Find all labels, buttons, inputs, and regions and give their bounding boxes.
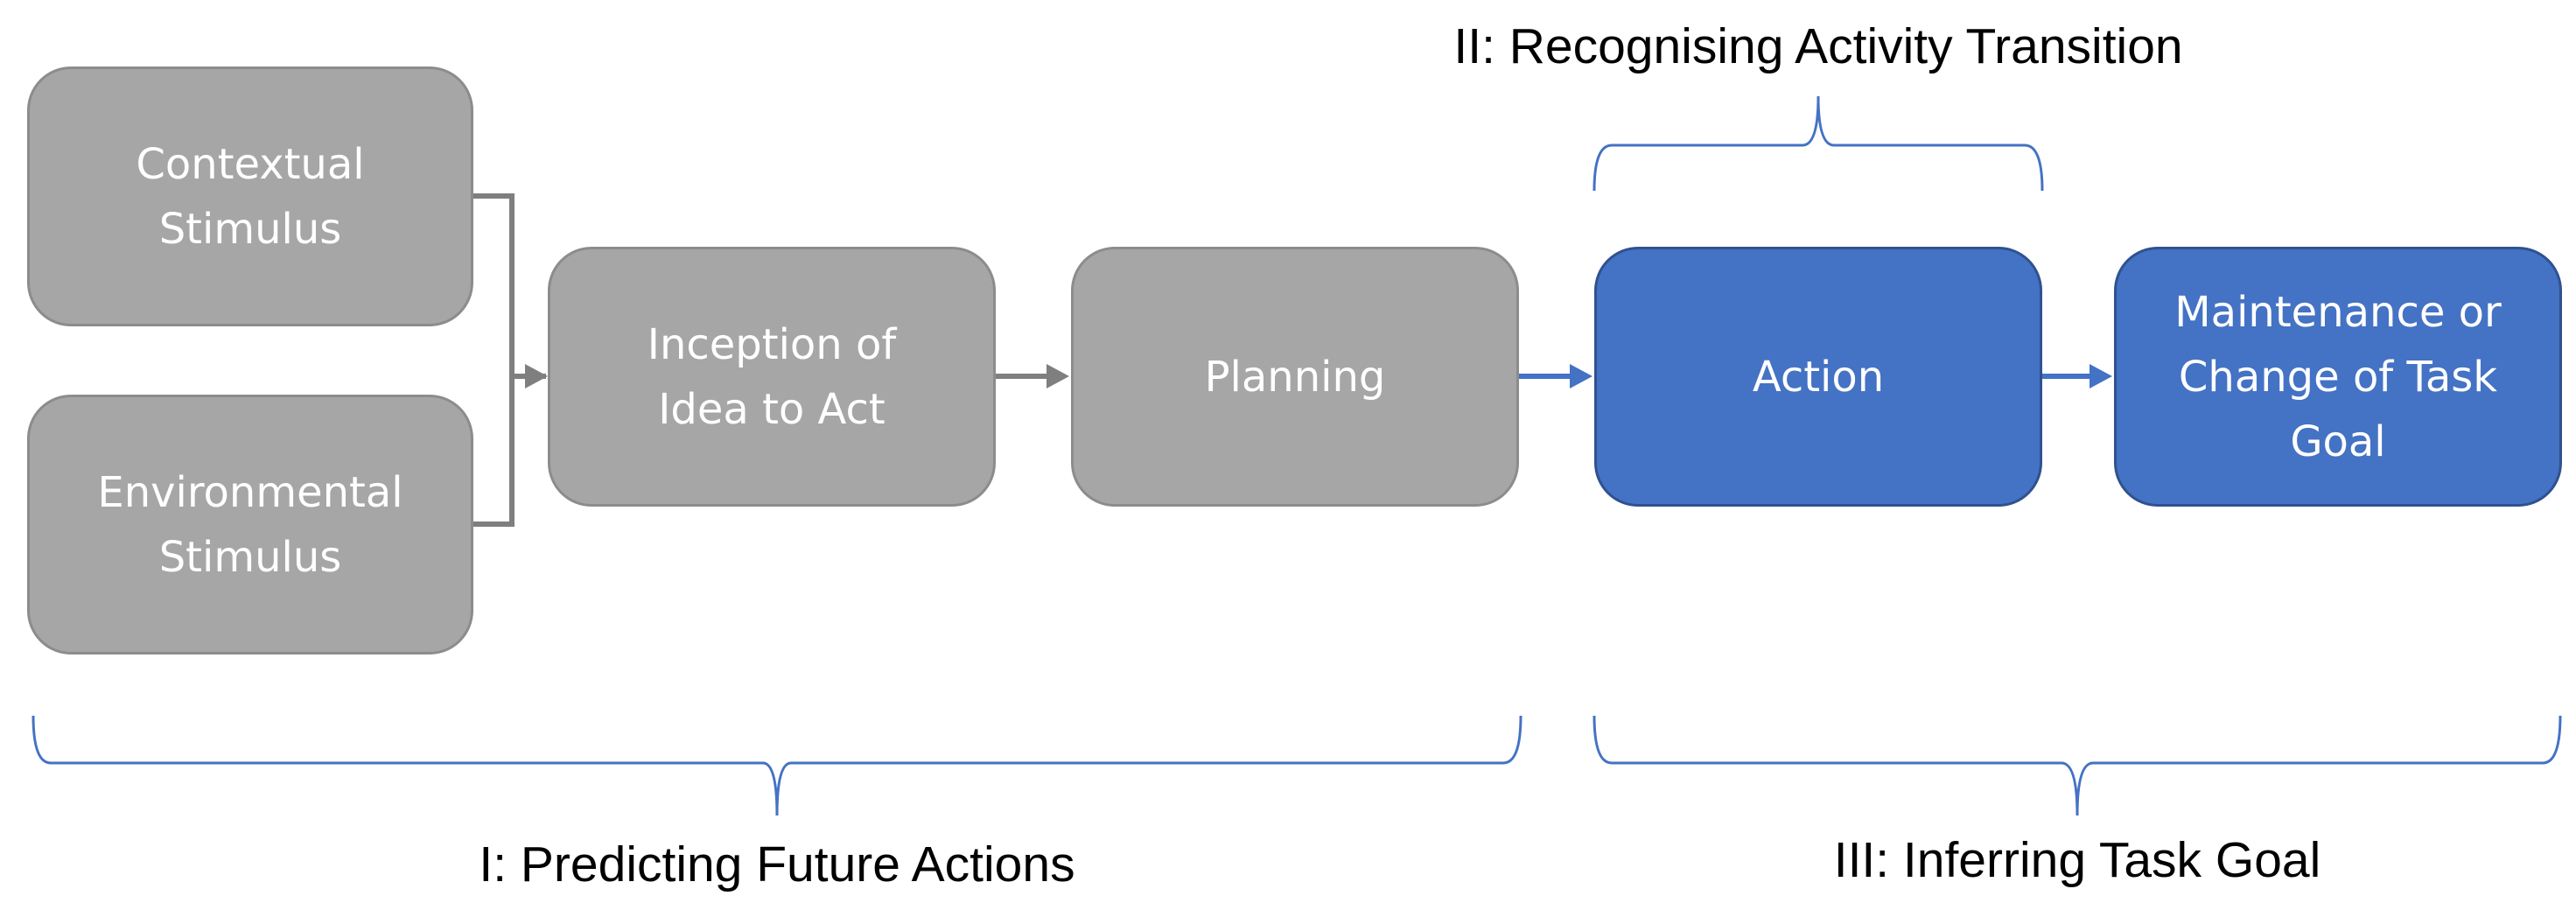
phase2-label: II: Recognising Activity Transition — [1453, 18, 2183, 74]
maintenance-label: Maintenance or Change of Task Goal — [2174, 287, 2502, 466]
merge-to-inception-arrowhead — [525, 364, 548, 388]
inception-to-planning-arrowhead — [1046, 364, 1069, 388]
action-label: Action — [1752, 352, 1885, 402]
phase3-label: III: Inferring Task Goal — [1833, 832, 2321, 888]
environmental-stimulus-label: Environmental Stimulus — [97, 467, 403, 582]
maintenance-box: Maintenance or Change of Task Goal — [2114, 247, 2562, 507]
inception-box: Inception of Idea to Act — [548, 247, 996, 507]
planning-box: Planning — [1071, 247, 1519, 507]
contextual-stimulus-box: Contextual Stimulus — [27, 66, 473, 326]
planning-to-action-arrowhead — [1570, 364, 1592, 388]
inception-label: Inception of Idea to Act — [647, 319, 897, 434]
action-box: Action — [1594, 247, 2042, 507]
bracket-predicting-actions — [32, 715, 1522, 816]
planning-label: Planning — [1204, 352, 1386, 402]
stimulus-merge-connector — [472, 193, 514, 527]
bracket-recognising-transition — [1592, 95, 2044, 192]
contextual-stimulus-label: Contextual Stimulus — [136, 139, 365, 254]
environmental-stimulus-box: Environmental Stimulus — [27, 395, 473, 654]
bracket-inferring-goal — [1592, 715, 2562, 816]
action-to-goal-arrowhead — [2090, 364, 2112, 388]
phase1-label: I: Predicting Future Actions — [479, 836, 1075, 892]
